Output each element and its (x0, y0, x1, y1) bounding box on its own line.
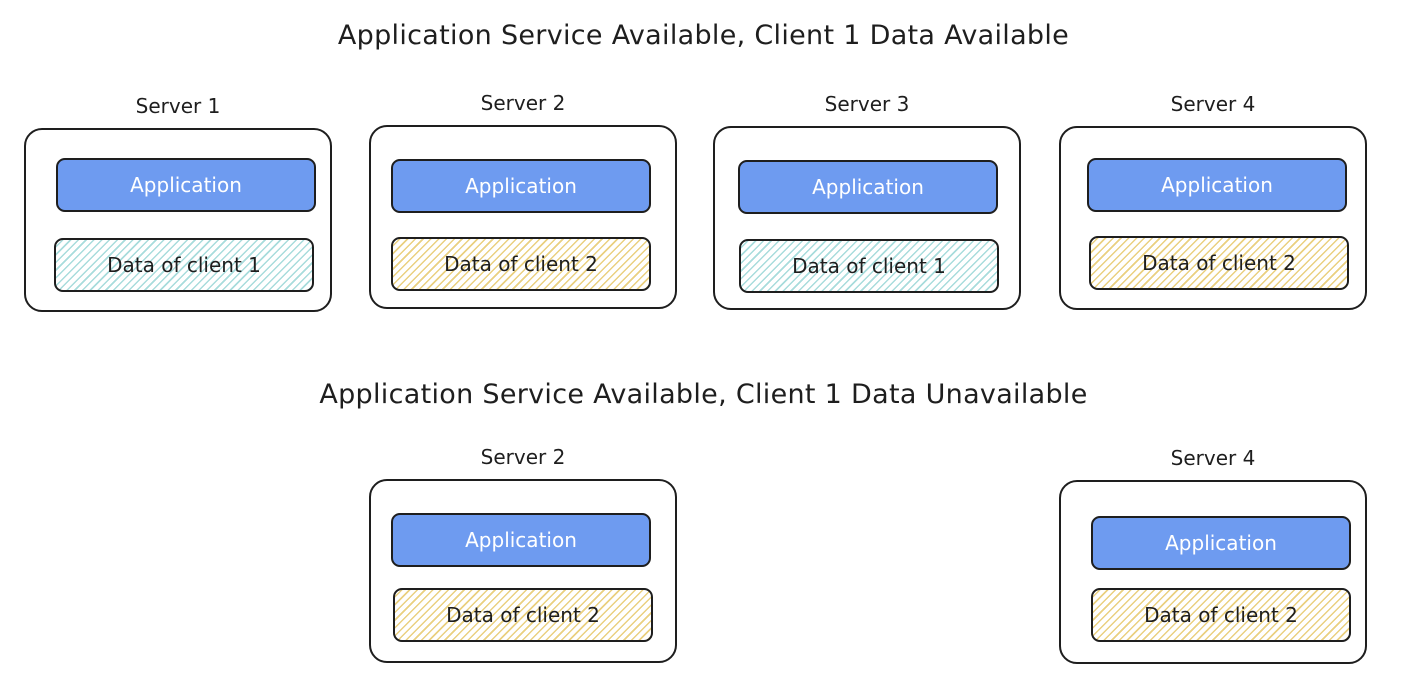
server-label: Server 2 (480, 445, 566, 469)
client-data-box: Data of client 1 (54, 238, 314, 292)
server-label: Server 1 (135, 94, 221, 118)
server-label: Server 4 (1170, 446, 1256, 470)
server-box: Application Data of client 2 (369, 479, 677, 663)
client-data-box: Data of client 1 (739, 239, 999, 293)
client-data-box: Data of client 2 (393, 588, 653, 642)
server-box: Application Data of client 1 (713, 126, 1021, 310)
section-title-available: Application Service Available, Client 1 … (337, 20, 1070, 51)
application-box: Application (1091, 516, 1351, 570)
application-box: Application (391, 159, 651, 213)
application-box: Application (391, 513, 651, 567)
client-data-box: Data of client 2 (1091, 588, 1351, 642)
server-label: Server 2 (480, 91, 566, 115)
server-box: Application Data of client 2 (1059, 126, 1367, 310)
server-box: Application Data of client 2 (1059, 480, 1367, 664)
server-box: Application Data of client 1 (24, 128, 332, 312)
client-data-box: Data of client 2 (1089, 236, 1349, 290)
application-box: Application (1087, 158, 1347, 212)
client-data-box: Data of client 2 (391, 237, 651, 291)
section-title-unavailable: Application Service Available, Client 1 … (319, 379, 1088, 410)
server-label: Server 4 (1170, 92, 1256, 116)
application-box: Application (738, 160, 998, 214)
server-box: Application Data of client 2 (369, 125, 677, 309)
server-label: Server 3 (824, 92, 910, 116)
application-box: Application (56, 158, 316, 212)
